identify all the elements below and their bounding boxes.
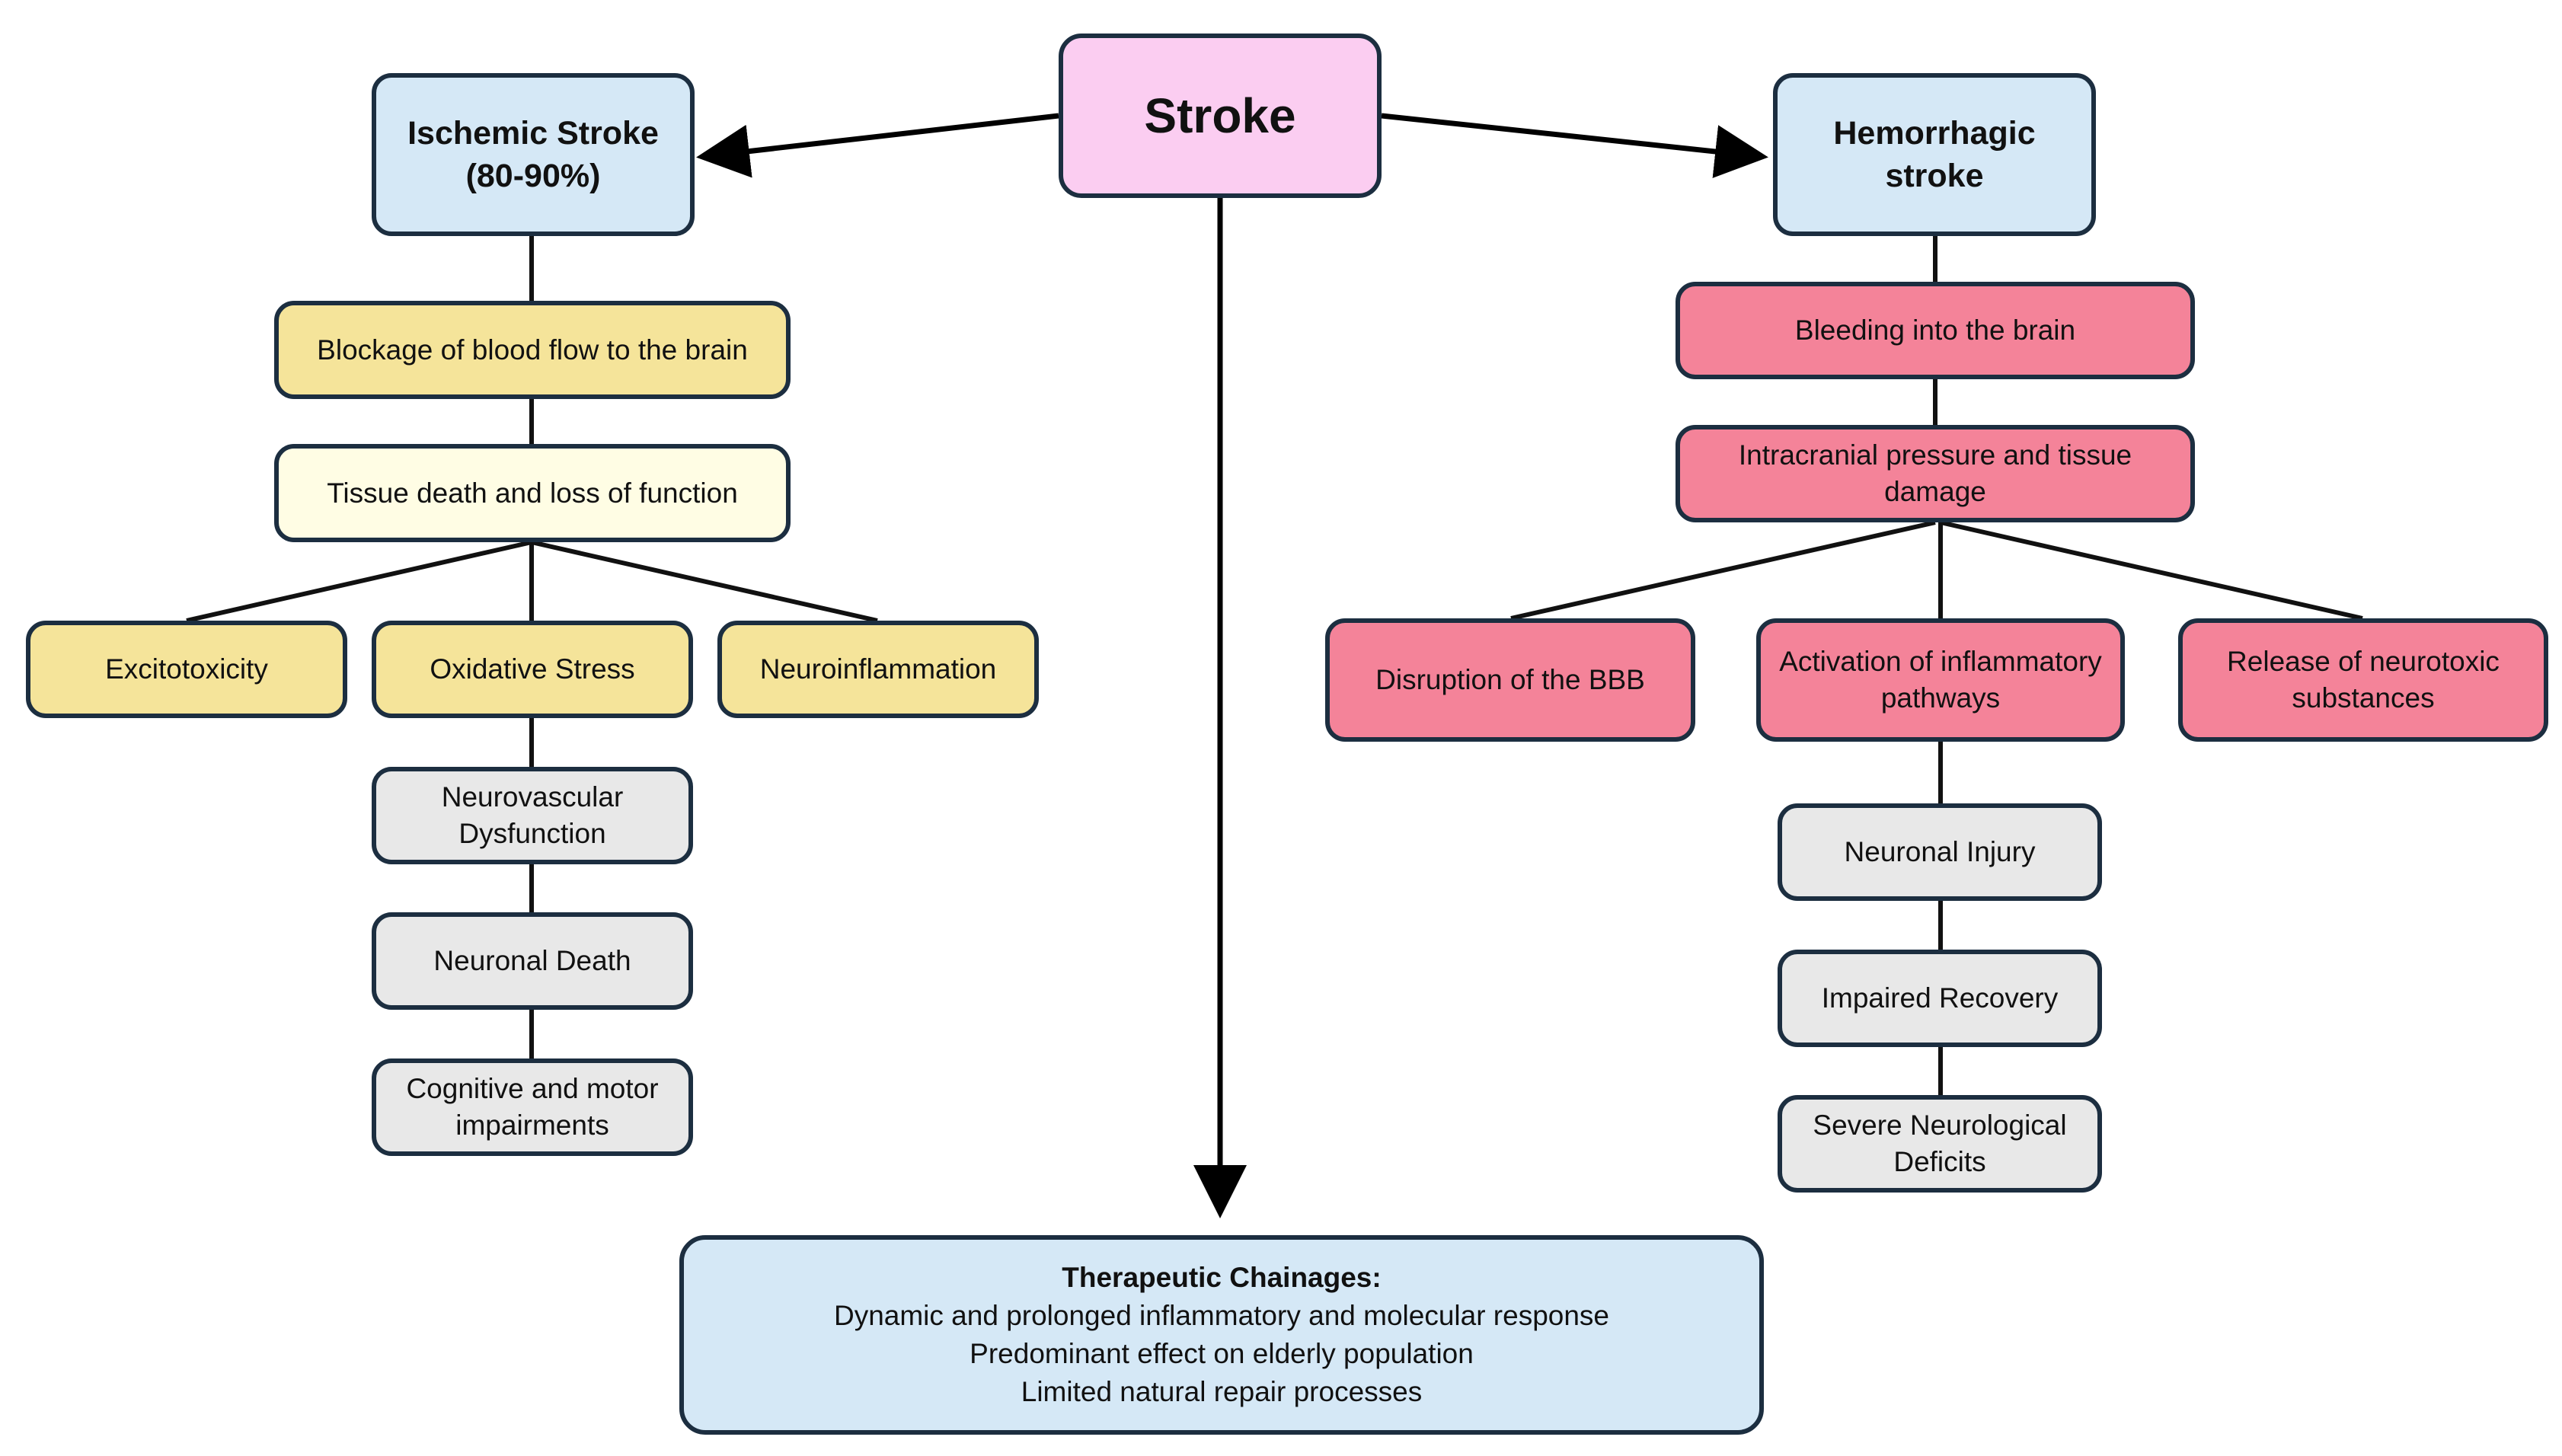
ischemic-mechanism-node: Excitotoxicity — [26, 621, 347, 718]
hemorrhagic-chain-node: Neuronal Injury — [1778, 803, 2102, 901]
hemorrhagic-mechanism-node: Activation of inflammatory pathways — [1756, 618, 2125, 742]
hemorrhagic-chain-node: Severe Neurological Deficits — [1778, 1095, 2102, 1193]
link-effect-neuroinflammation — [531, 540, 878, 623]
stroke-root-label: Stroke — [1144, 88, 1296, 143]
link-effect-bbb — [1510, 520, 1936, 621]
hemorrhagic-cause-node: Bleeding into the brain — [1676, 282, 2195, 379]
ischemic-chain-label: Cognitive and motor impairments — [406, 1073, 659, 1141]
ischemic-stroke-node: Ischemic Stroke (80-90%) — [372, 73, 695, 236]
ischemic-chain-node: Neurovascular Dysfunction — [372, 767, 693, 864]
hemorrhagic-chain-label: Severe Neurological Deficits — [1813, 1110, 2067, 1177]
link-effect-excitotoxicity — [186, 540, 532, 623]
ischemic-chain-node: Neuronal Death — [372, 912, 693, 1010]
ischemic-effect-node: Tissue death and loss of function — [274, 444, 791, 542]
hemorrhagic-mechanism-node: Disruption of the BBB — [1325, 618, 1695, 742]
hemorrhagic-effect-label: Intracranial pressure and tissue damage — [1738, 439, 2132, 507]
ischemic-mechanism-label: Oxidative Stress — [430, 653, 635, 685]
arrow-to-hemorrhagic — [1381, 113, 1768, 178]
therapeutic-challenges-box: Therapeutic Chainages: Dynamic and prolo… — [679, 1235, 1764, 1435]
ischemic-chain-label: Neurovascular Dysfunction — [441, 781, 624, 849]
ischemic-stroke-label: Ischemic Stroke (80-90%) — [407, 115, 659, 194]
hemorrhagic-effect-node: Intracranial pressure and tissue damage — [1676, 425, 2195, 522]
ischemic-cause-label: Blockage of blood flow to the brain — [317, 334, 748, 366]
ischemic-mechanism-node: Neuroinflammation — [717, 621, 1039, 718]
therapeutic-heading: Therapeutic Chainages: — [1062, 1262, 1382, 1293]
hemorrhagic-mechanism-label: Activation of inflammatory pathways — [1779, 646, 2102, 714]
hemorrhagic-chain-label: Impaired Recovery — [1821, 982, 2059, 1014]
ischemic-mechanism-label: Neuroinflammation — [759, 653, 997, 685]
ischemic-chain-node: Cognitive and motor impairments — [372, 1058, 693, 1156]
link-effect-neurotoxic — [1940, 520, 2363, 621]
therapeutic-line: Dynamic and prolonged inflammatory and m… — [833, 1300, 1610, 1331]
arrow-to-ischemic — [696, 113, 1059, 178]
hemorrhagic-mechanism-label: Disruption of the BBB — [1375, 664, 1645, 695]
hemorrhagic-chain-label: Neuronal Injury — [1844, 836, 2036, 867]
ischemic-mechanism-label: Excitotoxicity — [105, 653, 268, 685]
ischemic-cause-node: Blockage of blood flow to the brain — [274, 301, 791, 399]
hemorrhagic-stroke-label: Hemorrhagic stroke — [1833, 115, 2036, 194]
hemorrhagic-stroke-node: Hemorrhagic stroke — [1773, 73, 2096, 236]
therapeutic-line: Limited natural repair processes — [1021, 1376, 1423, 1407]
ischemic-chain-label: Neuronal Death — [433, 945, 631, 976]
ischemic-mechanism-node: Oxidative Stress — [372, 621, 693, 718]
hemorrhagic-mechanism-label: Release of neurotoxic substances — [2227, 646, 2500, 714]
ischemic-effect-label: Tissue death and loss of function — [327, 477, 738, 509]
hemorrhagic-cause-label: Bleeding into the brain — [1794, 315, 2076, 346]
therapeutic-line: Predominant effect on elderly population — [970, 1338, 1474, 1369]
hemorrhagic-mechanism-node: Release of neurotoxic substances — [2178, 618, 2548, 742]
stroke-root-node: Stroke — [1059, 34, 1382, 198]
hemorrhagic-chain-node: Impaired Recovery — [1778, 950, 2102, 1047]
